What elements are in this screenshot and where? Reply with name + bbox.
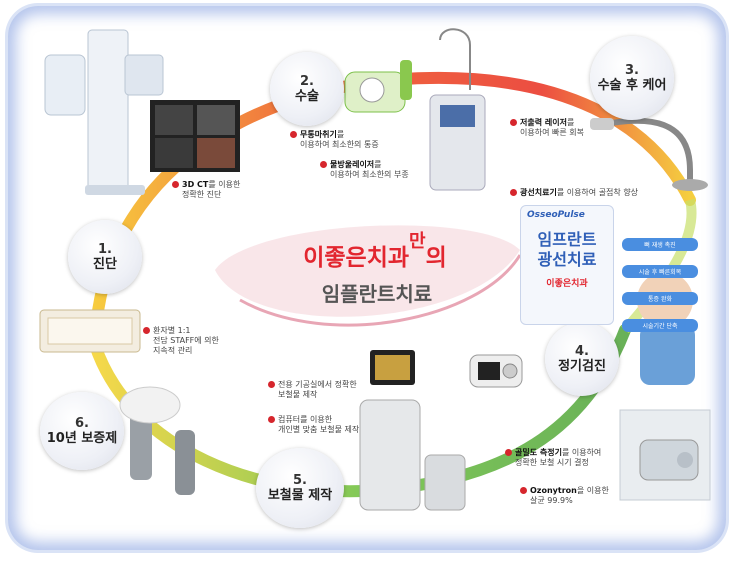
step-number: 2.: [300, 73, 314, 89]
osseopulse-panel: OsseoPulse 임프란트 광선치료 이좋은치과: [520, 205, 614, 325]
bullet-icon: [510, 189, 517, 196]
step-label: 보철물 제작: [267, 487, 333, 503]
bullet-icon: [268, 381, 275, 388]
step-4-checkup[interactable]: 4. 정기검진: [545, 322, 619, 396]
note-computer-prosthesis: 컴퓨터를 이용한 개인별 맞춤 보철물 제작: [268, 415, 359, 435]
step-label: 진단: [93, 256, 117, 272]
low-level-laser-image: [590, 117, 708, 191]
note-painless-anesthesia: 무통마취기를 이용하여 최소한의 통증: [290, 130, 379, 150]
bullet-icon: [268, 416, 275, 423]
step-number: 5.: [293, 472, 307, 488]
benefit-button[interactable]: 시술 후 빠른회복: [622, 265, 698, 278]
step-number: 3.: [625, 62, 639, 78]
step-number: 6.: [75, 415, 89, 431]
note-dental-lab: 전용 기공실에서 정확한 보철물 제작: [268, 380, 357, 400]
note-dedicated-staff: 환자별 1:1 전담 STAFF에 의한 지속적 관리: [143, 326, 219, 356]
center-swoosh-line: [239, 254, 522, 327]
title-suffix: 의: [425, 245, 447, 271]
note-ozonytron: Ozonytron을 이용한 살균 99.9%: [520, 486, 609, 506]
bullet-icon: [520, 487, 527, 494]
bullet-icon: [505, 449, 512, 456]
note-light-therapy: 광선치료기를 이용하여 골접착 향상: [510, 188, 638, 198]
step-3-post-op-care[interactable]: 3. 수술 후 케어: [590, 36, 674, 120]
osseopulse-brand: OsseoPulse: [527, 210, 585, 220]
anesthesia-device-image: [344, 60, 412, 113]
center-title: 이좋은치과만의: [250, 231, 500, 272]
bullet-icon: [290, 131, 297, 138]
step-6-warranty[interactable]: 6. 10년 보증제: [40, 392, 124, 470]
note-bone-density: 골밀도 측정기를 이용하여 정확한 보철 시기 결정: [505, 448, 601, 468]
step-1-diagnosis[interactable]: 1. 진단: [68, 220, 142, 294]
benefit-button[interactable]: 통증 완화: [622, 292, 698, 305]
warranty-card-image: [39, 309, 141, 353]
note-low-level-laser: 저출력 레이저를 이용하여 빠른 회복: [510, 118, 584, 138]
ct-scan-monitor-image: [150, 100, 240, 172]
step-5-prosthesis[interactable]: 5. 보철물 제작: [256, 448, 344, 528]
step-number: 1.: [98, 241, 112, 257]
implant-model-image: [119, 386, 195, 495]
step-number: 4.: [575, 343, 589, 359]
step-label: 수술 후 케어: [597, 77, 667, 93]
step-label: 수술: [295, 88, 319, 104]
clinic-name: 이좋은치과: [303, 245, 410, 271]
center-swoosh: [215, 225, 520, 317]
panel-title-2: 광선치료: [537, 250, 597, 269]
panel-clinic-name: 이좋은치과: [546, 279, 588, 289]
ozonytron-device-image: [619, 409, 711, 501]
title-superscript: 만: [409, 231, 426, 252]
step-2-surgery[interactable]: 2. 수술: [270, 52, 344, 126]
benefit-button[interactable]: 뼈 재생 촉진: [622, 238, 698, 251]
ct-scanner-image: [44, 29, 164, 195]
note-water-laser: 물방울레이저를 이용하여 최소한의 부종: [320, 160, 409, 180]
panel-benefit-list: 뼈 재생 촉진 시술 후 빠른회복 통증 완화 시술기간 단축: [622, 238, 698, 332]
bullet-icon: [320, 161, 327, 168]
bullet-icon: [143, 327, 150, 334]
step-label: 정기검진: [558, 358, 606, 374]
note-3d-ct: 3D CT를 이용한 정확한 진단: [172, 180, 240, 200]
bullet-icon: [510, 119, 517, 126]
step-label: 10년 보증제: [46, 430, 118, 446]
bone-density-meter-image: [469, 354, 523, 388]
center-subtitle: 임플란트치료: [321, 282, 433, 306]
panel-title-1: 임프란트: [537, 230, 597, 249]
laser-device-image: [429, 28, 486, 191]
benefit-button[interactable]: 시술기간 단축: [622, 319, 698, 332]
cad-cam-machine-image: [359, 350, 466, 511]
bullet-icon: [172, 181, 179, 188]
